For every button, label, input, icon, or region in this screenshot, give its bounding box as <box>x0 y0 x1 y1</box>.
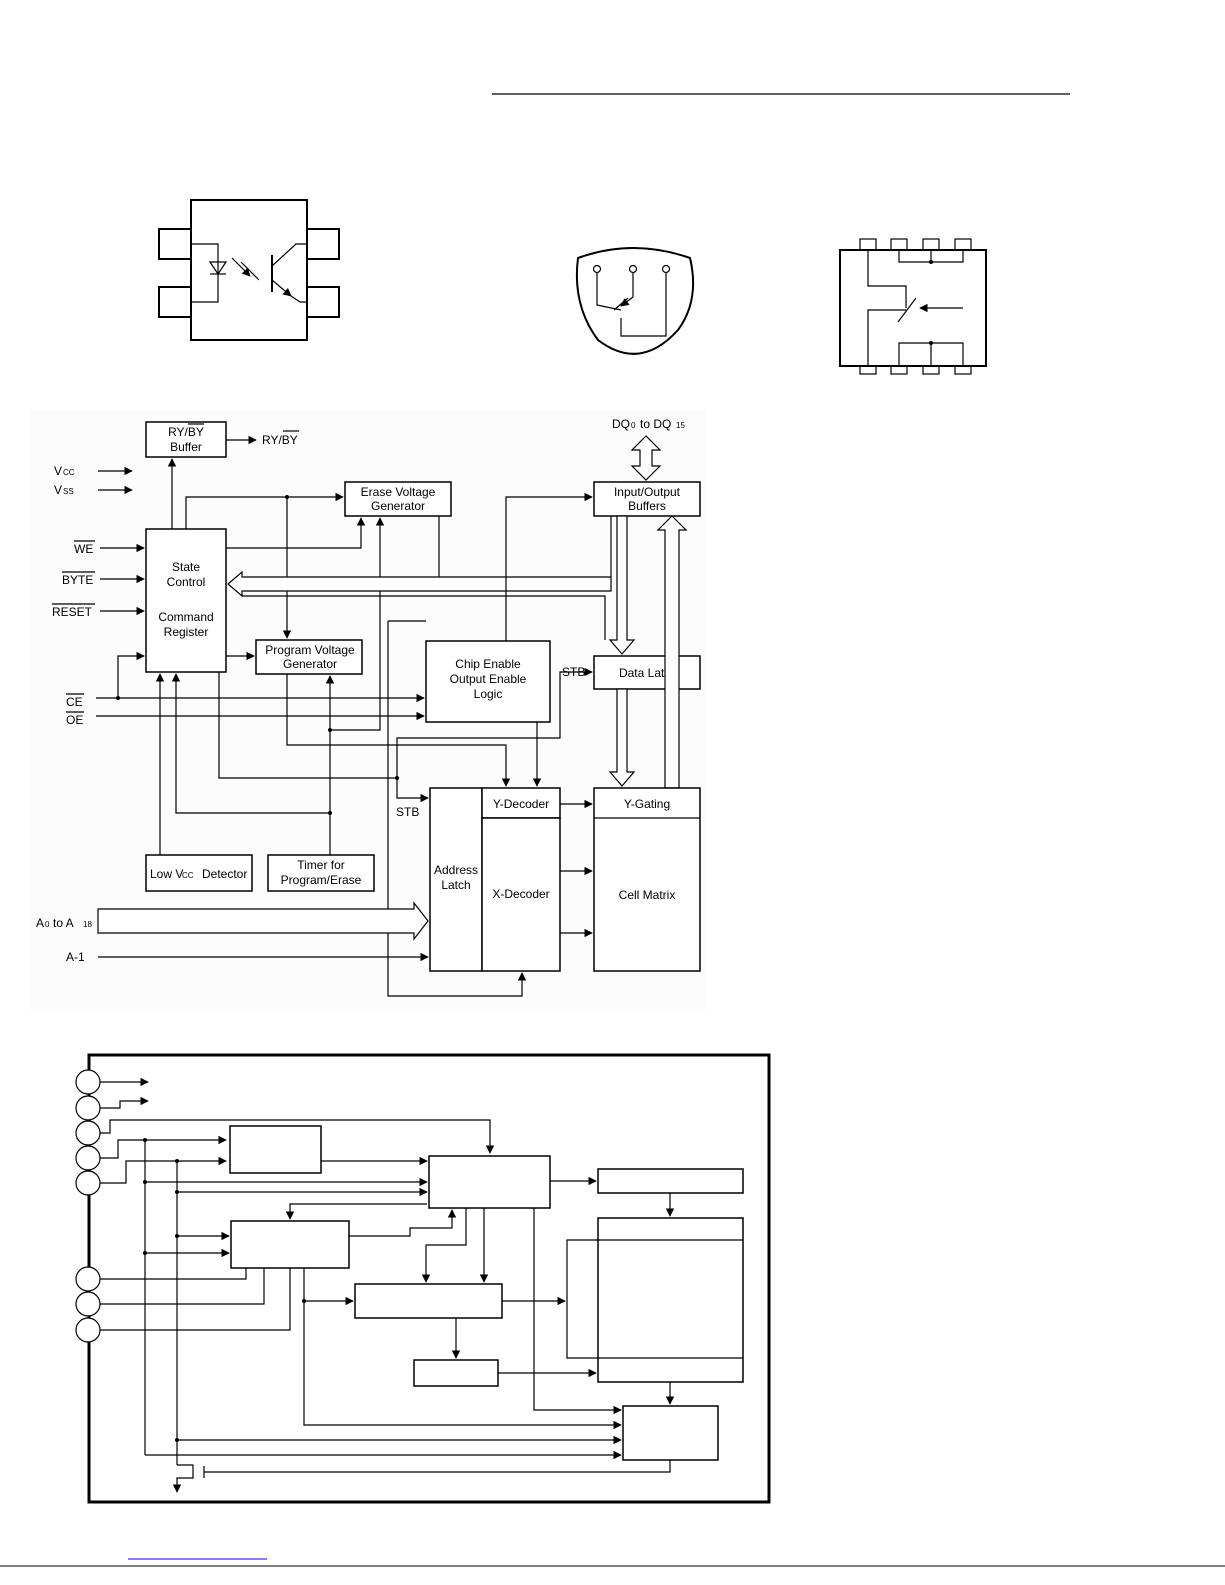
oe-label: OE <box>66 713 83 727</box>
y-gating-label: Y-Gating <box>624 797 670 811</box>
cell-matrix-block <box>593 787 701 972</box>
cell-matrix-label: Cell Matrix <box>619 888 676 902</box>
rdy-buffer-label: RY/BY <box>168 425 204 439</box>
pin-2 <box>75 1095 101 1121</box>
rdy-output-label: RY/BY <box>262 433 298 447</box>
svg-text:CC: CC <box>182 871 194 880</box>
svg-text:Generator: Generator <box>371 499 425 513</box>
svg-text:0: 0 <box>45 920 50 929</box>
timer-label: Timer for <box>297 858 345 872</box>
block-a <box>229 1125 322 1174</box>
dip-package-symbol <box>839 238 987 375</box>
svg-text:to A: to A <box>53 916 74 930</box>
reset-label: RESET <box>52 605 93 619</box>
rdy-buffer-block <box>145 421 227 458</box>
pin-5 <box>75 1170 101 1196</box>
block-f <box>413 1359 499 1387</box>
erase-voltage-block <box>344 481 452 517</box>
trimmer-round-symbol <box>575 247 695 355</box>
low-vcc-label: Low V <box>150 867 183 881</box>
data-latch-block <box>593 655 701 690</box>
svg-text:Buffer: Buffer <box>170 440 202 454</box>
pin-8 <box>75 1317 101 1343</box>
address-input-bus <box>97 901 429 941</box>
flash-block-diagram: RY/BY Buffer RY/BY V CC V SS WE BYTE RES… <box>30 410 706 1012</box>
state-control-label: State <box>172 560 200 574</box>
block-c <box>597 1168 744 1194</box>
svg-text:SS: SS <box>63 487 74 496</box>
timer-block <box>267 854 375 892</box>
stb-label-address: STB <box>396 805 419 819</box>
pin-4 <box>75 1145 101 1171</box>
svg-text:Program/Erase: Program/Erase <box>281 873 362 887</box>
dq-bidirectional-bus <box>630 435 662 481</box>
program-voltage-block <box>255 639 363 675</box>
ce-label: CE <box>66 695 83 709</box>
svg-text:to DQ: to DQ <box>640 417 671 431</box>
svg-text:0: 0 <box>631 421 636 430</box>
svg-text:18: 18 <box>83 920 92 929</box>
block-b <box>428 1155 551 1209</box>
block-d <box>230 1220 350 1269</box>
chip-enable-label: Chip Enable <box>455 657 521 671</box>
x-decoder-block <box>481 817 561 972</box>
svg-text:Control: Control <box>167 575 206 589</box>
chip-enable-block <box>425 640 551 723</box>
y-decoder-label: Y-Decoder <box>493 797 549 811</box>
erase-voltage-label: Erase Voltage <box>361 485 436 499</box>
svg-text:Output Enable: Output Enable <box>450 672 527 686</box>
state-control-block <box>145 528 227 673</box>
io-buffers-block <box>593 481 701 517</box>
y-decoder-block <box>481 787 561 819</box>
vss-label: V <box>54 483 62 497</box>
address-bus-label: A <box>36 916 44 930</box>
latch-to-gating-bus <box>608 688 636 787</box>
svg-text:Buffers: Buffers <box>628 499 666 513</box>
pin-3 <box>75 1120 101 1146</box>
data-latch-label: Data Latch <box>619 666 677 680</box>
svg-text:Latch: Latch <box>441 878 470 892</box>
pin-7 <box>75 1291 101 1317</box>
svg-text:Generator: Generator <box>283 657 337 671</box>
address-latch-block <box>429 787 483 972</box>
x-decoder-label: X-Decoder <box>492 887 549 901</box>
vcc-label: V <box>54 464 62 478</box>
svg-text:Command: Command <box>158 610 213 624</box>
svg-text:Register: Register <box>164 625 209 639</box>
block-g <box>597 1217 744 1383</box>
pin-1 <box>75 1069 101 1095</box>
a-minus-one-label: A-1 <box>66 950 85 964</box>
byte-label: BYTE <box>62 573 93 587</box>
pin-6 <box>75 1266 101 1292</box>
program-voltage-label: Program Voltage <box>265 643 355 657</box>
svg-text:CC: CC <box>63 468 75 477</box>
svg-text:Logic: Logic <box>474 687 503 701</box>
address-latch-label: Address <box>434 863 478 877</box>
io-buffers-label: Input/Output <box>614 485 681 499</box>
we-label: WE <box>74 542 93 556</box>
internal-data-bus <box>227 570 612 598</box>
svg-text:Detector: Detector <box>202 867 247 881</box>
block-h <box>622 1405 719 1461</box>
optocoupler-symbol <box>158 199 340 341</box>
svg-text:15: 15 <box>676 421 685 430</box>
generic-block-diagram <box>75 1053 771 1504</box>
low-vcc-detector-block <box>145 854 253 892</box>
block-e <box>354 1283 503 1319</box>
io-to-latch-bus <box>608 515 636 655</box>
dq-bus-label: DQ <box>612 417 630 431</box>
